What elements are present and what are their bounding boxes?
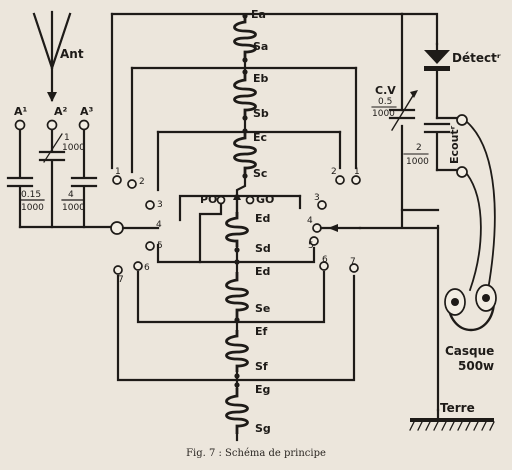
casque-sublabel: 500w (458, 359, 494, 373)
go-label: GO (256, 193, 274, 206)
po-label: PO (200, 193, 217, 206)
contact-left-3-label: 3 (157, 200, 163, 210)
go-contact[interactable] (245, 195, 255, 205)
headphones-icon: Casque 500w (444, 120, 497, 373)
contact-right-7-label: 7 (350, 257, 356, 267)
contact-right-1[interactable] (351, 175, 361, 185)
tap-sb: Sb (253, 107, 269, 120)
switch-left: 1 2 3 4 5 6 7 (110, 167, 163, 285)
detector-diode-icon (424, 50, 450, 64)
earpiece-terminal-top[interactable] (456, 114, 468, 126)
switch-right: 1 2 3 4 5 6 7 (307, 167, 362, 273)
earpiece-terminal-bottom[interactable] (456, 166, 468, 178)
tap-eg: Eg (255, 383, 270, 396)
a2-value-top: 1 (64, 133, 70, 143)
tap-ec: Ec (253, 131, 267, 144)
a3-label: A³ (80, 105, 94, 118)
cv-value-top: 0.5 (378, 97, 392, 107)
contact-right-5[interactable] (309, 236, 319, 246)
detector-label: Détectʳ (452, 51, 501, 65)
cap2-value-top: 2 (416, 143, 422, 153)
po-go-selector: PO GO (198, 192, 274, 264)
cv-label: C.V (375, 84, 396, 97)
contact-left-7-label: 7 (118, 275, 124, 285)
a2-value-bottom: 1000 (62, 143, 85, 153)
tap-sf: Sf (255, 360, 268, 373)
contact-right-6[interactable] (319, 261, 329, 271)
a2-label: A² (54, 105, 68, 118)
contact-right-7[interactable] (349, 263, 359, 273)
tap-sa: Sa (253, 40, 268, 53)
antenna-label: Ant (60, 47, 84, 61)
ground-icon (410, 418, 494, 422)
contact-left-4-label: 4 (156, 220, 162, 230)
contact-right-1-label: 1 (354, 167, 360, 177)
tap-sc: Sc (253, 167, 267, 180)
cap2-value-bottom: 1000 (406, 157, 429, 167)
contact-right-4-label: 4 (307, 216, 313, 226)
figure-caption: Fig. 7 : Schéma de principe (186, 448, 326, 459)
cv-value-bottom: 1000 (372, 109, 395, 119)
tap-ed-top: Ed (255, 212, 270, 225)
a1-label: A¹ (14, 105, 28, 118)
contact-left-6-label: 6 (144, 263, 150, 273)
contact-left-5[interactable] (145, 241, 155, 251)
tap-ed: Ed (255, 265, 270, 278)
a1-value-top: 0.15 (21, 190, 41, 200)
antenna-capacitors: A¹ 0.15 1000 A² 1 1000 A³ 4 1000 (6, 105, 112, 229)
tap-sg: Sg (255, 422, 271, 435)
coil-stack: Ea Sa Eb Sb Ec Sc Ed Sd Ed Se Ef Sf Eg S… (225, 8, 271, 435)
tuning-and-detector: C.V 0.5 1000 Détectʳ 2 1000 Ecoutʳ (358, 12, 501, 412)
po-contact[interactable] (216, 195, 226, 205)
contact-right-2[interactable] (335, 175, 345, 185)
tap-eb: Eb (253, 72, 269, 85)
switch-wiring (110, 12, 404, 442)
contact-left-3[interactable] (145, 200, 155, 210)
contact-right-5-label: 5 (308, 241, 314, 251)
ground: Terre (409, 401, 495, 431)
antenna: Ant (32, 10, 84, 102)
contact-left-2-label: 2 (139, 177, 145, 187)
contact-left-7[interactable] (113, 265, 123, 275)
contact-left-6[interactable] (133, 261, 143, 271)
a1-value-bottom: 1000 (21, 203, 44, 213)
contact-left-5-label: 5 (157, 241, 163, 251)
terre-label: Terre (440, 401, 475, 415)
contact-right-2-label: 2 (331, 167, 337, 177)
a3-value-bottom: 1000 (62, 203, 85, 213)
contact-right-3-label: 3 (314, 193, 320, 203)
tap-se: Se (255, 302, 270, 315)
ecouteur-label: Ecoutʳ (448, 125, 461, 164)
terminal-a1[interactable] (14, 119, 26, 131)
contact-right-6-label: 6 (322, 255, 328, 265)
tap-ef: Ef (255, 325, 268, 338)
contact-left-1-label: 1 (115, 167, 121, 177)
rotary-switch-left[interactable] (110, 221, 124, 235)
terminal-a2[interactable] (46, 119, 58, 131)
contact-right-3[interactable] (317, 200, 327, 210)
a3-value-top: 4 (68, 190, 74, 200)
contact-left-1[interactable] (112, 175, 122, 185)
terminal-a3[interactable] (78, 119, 90, 131)
casque-label: Casque (445, 344, 494, 358)
contact-left-2[interactable] (127, 179, 137, 189)
tap-sd: Sd (255, 242, 271, 255)
contact-right-4[interactable] (312, 223, 322, 233)
